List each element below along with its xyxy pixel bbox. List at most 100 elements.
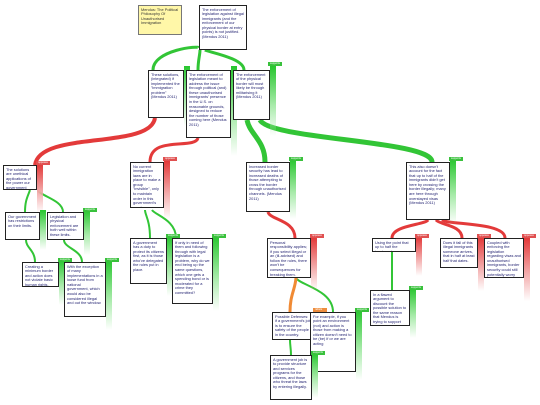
link-n19-n13 <box>288 277 298 313</box>
oppose-bar <box>37 163 43 213</box>
link-n9-n5 <box>24 189 31 213</box>
link-n4-n1 <box>204 48 246 71</box>
tab-label: supports <box>85 208 95 211</box>
opposes-tab: opposes <box>36 161 50 165</box>
argument-node-n7[interactable]: Increased border security has lead to in… <box>246 162 290 212</box>
node-text: In a flawed argument to discount the pos… <box>373 291 407 325</box>
node-text: A government has a duty to protect its c… <box>133 239 164 273</box>
node-text: Our government has restrictions on their… <box>8 213 37 228</box>
node-text: A government job is to provide structure… <box>273 356 308 390</box>
tab-label: supports <box>107 258 117 261</box>
argument-node-n5[interactable]: The solutions are unethical applications… <box>3 165 37 190</box>
node-text: Coupled with enforcing the legislation r… <box>487 239 521 277</box>
opposes-tab: opposes <box>310 234 324 238</box>
opposes-tab: opposes <box>415 234 429 238</box>
link-n2-n1 <box>151 45 201 71</box>
argument-node-n10[interactable]: Legislation and physical enforcement are… <box>47 212 84 240</box>
link-n12-n6 <box>151 209 177 239</box>
support-bar <box>312 353 318 398</box>
support-bar <box>167 236 173 296</box>
link-n22-n19 <box>289 339 292 356</box>
tab-label: supports <box>451 157 461 160</box>
link-n13-n7 <box>266 211 297 239</box>
argument-node-n16[interactable]: Coupled with enforcing the legislation r… <box>484 238 524 278</box>
argument-node-n22[interactable]: A government job is to provide structure… <box>270 355 312 400</box>
opposes-tab: opposes <box>163 157 177 161</box>
tab-label: opposes <box>479 234 489 237</box>
tab-label: rebuts <box>315 308 323 311</box>
supports-tab: supports <box>268 62 282 66</box>
supports-tab: supports <box>212 234 226 238</box>
opposes-tab: opposes <box>477 234 491 238</box>
argument-node-n14[interactable]: Using the point that up to half the immi… <box>372 238 416 252</box>
node-text: Does it fall of this illegal immigrants … <box>443 239 475 263</box>
argument-node-n3[interactable]: The enforcement of legislation meant to … <box>186 70 231 138</box>
support-bar <box>40 210 46 250</box>
argument-node-main[interactable]: The enforcement of legislation against i… <box>199 5 247 50</box>
support-bar <box>450 159 456 224</box>
tab-label: supports <box>291 157 301 160</box>
link-n5-n2 <box>33 117 157 166</box>
tab-label: supports <box>313 351 323 354</box>
node-text: The enforcement of legislation meant to … <box>189 71 227 128</box>
supports-tab: supports <box>58 258 72 262</box>
node-text: Using the point that up to half the immi… <box>375 239 409 252</box>
argument-node-n19[interactable]: Possible Defenses: if a government's job… <box>272 312 314 340</box>
supports-tab: supports <box>105 258 119 262</box>
argument-node-n13[interactable]: Personal responsibility applies; if you … <box>267 238 311 278</box>
argument-node-n21[interactable]: In a flawed argument to discount the pos… <box>370 290 410 326</box>
node-text: Possible Defenses: if a government's job… <box>275 313 311 337</box>
support-bar <box>84 210 90 255</box>
supports-tab: supports <box>449 157 463 161</box>
oppose-bar <box>478 236 484 291</box>
tab-label: opposes <box>312 234 322 237</box>
title-node-text: Mendus: The Political Philosophy Of Unau… <box>141 6 179 26</box>
support-bar <box>59 260 65 305</box>
argument-node-n6[interactable]: No current immigration laws are in place… <box>130 162 164 208</box>
argument-node-n8[interactable]: This also doesn't account for the fact t… <box>406 162 450 220</box>
link-n18-n10 <box>63 239 83 263</box>
node-text: The solutions are unethical applications… <box>6 166 31 190</box>
node-text: For example, if you point an environment… <box>313 313 352 347</box>
link-n15-n8 <box>434 218 464 239</box>
tab-label: supports <box>411 286 421 289</box>
supports-tab: supports <box>311 351 325 355</box>
node-text: These solutions, (integrated) if impleme… <box>151 71 180 100</box>
oppose-bar <box>164 159 170 219</box>
argument-node-n2[interactable]: These solutions, (integrated) if impleme… <box>148 70 184 118</box>
tab-label: supports <box>214 234 224 237</box>
supports-tab: supports <box>355 308 369 312</box>
rebuts-tab: rebuts <box>313 308 327 312</box>
tab-label: supports <box>270 62 280 65</box>
supports-tab: supports <box>289 157 303 161</box>
argument-node-n4[interactable]: The enforcement of the physical border w… <box>233 70 270 120</box>
tab-label: opposes <box>165 157 175 160</box>
supports-tab: supports <box>166 234 180 238</box>
node-text: Creating a minimum border and action doe… <box>25 263 54 287</box>
oppose-bar <box>311 236 317 291</box>
argument-node-n18[interactable]: With the exception of many implementatio… <box>64 262 106 317</box>
tab-label: supports <box>168 234 178 237</box>
link-n7-n4 <box>244 119 268 163</box>
argument-node-n15[interactable]: Does it fall of this illegal immigrants … <box>440 238 478 268</box>
node-text: Personal responsibility applies; if you … <box>270 239 307 277</box>
opposes-tab: opposes <box>522 234 536 238</box>
link-n16-n8 <box>441 218 507 239</box>
argument-node-n12[interactable]: If only in need of them and following th… <box>172 238 213 304</box>
argument-node-n17[interactable]: Creating a minimum border and action doe… <box>22 262 59 287</box>
support-bar <box>213 236 219 311</box>
oppose-bar <box>416 236 422 276</box>
tab-label: supports <box>357 308 367 311</box>
argument-node-n11[interactable]: A government has a duty to protect its c… <box>130 238 167 284</box>
node-text: No current immigration laws are in place… <box>133 163 161 208</box>
support-bar <box>270 66 276 136</box>
tab-label: opposes <box>417 234 427 237</box>
node-text: The enforcement of the physical border w… <box>236 71 266 100</box>
tab-label: supports <box>60 258 70 261</box>
title-node[interactable]: Mendus: The Political Philosophy Of Unau… <box>138 5 182 35</box>
node-text: Legislation and physical enforcement are… <box>50 213 79 237</box>
link-n14-n8 <box>390 218 430 239</box>
link-n17-n9 <box>25 239 36 263</box>
supports-tab: supports <box>409 286 423 290</box>
argument-node-n9[interactable]: Our government has restrictions on their… <box>5 212 40 240</box>
